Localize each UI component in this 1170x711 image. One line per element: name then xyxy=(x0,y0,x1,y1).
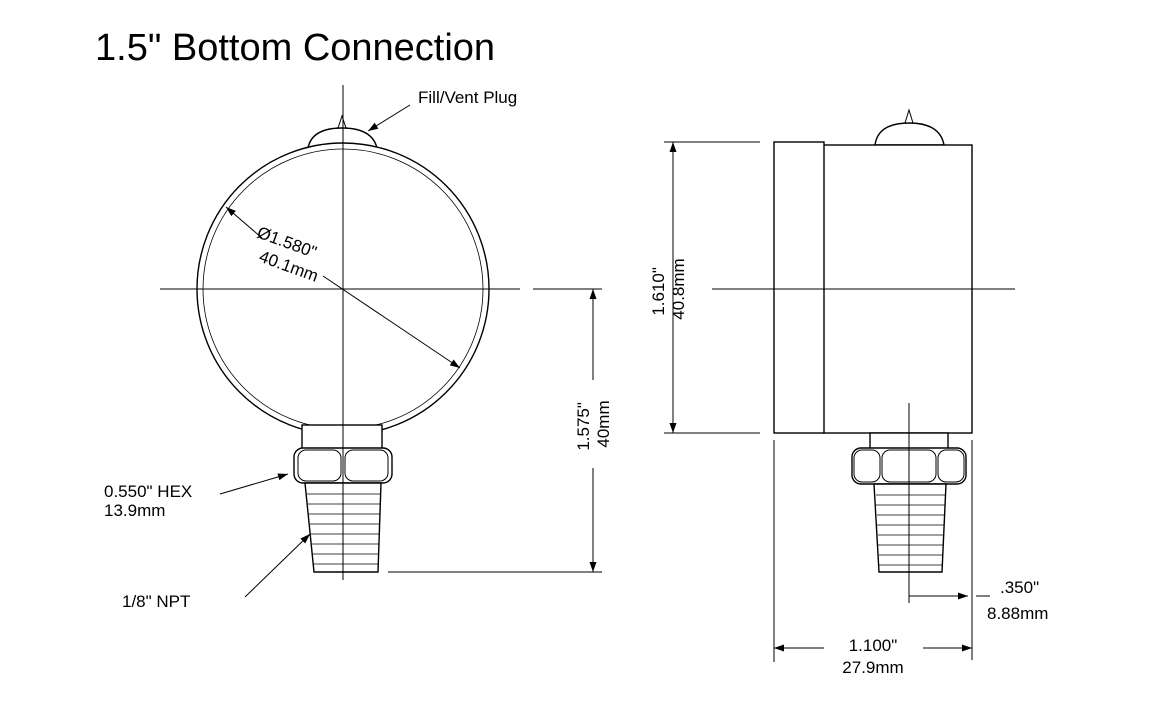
case-height-dimension: 1.610" 40.8mm xyxy=(649,141,760,434)
npt-label: 1/8" NPT xyxy=(122,592,190,611)
fill-vent-plug-label: Fill/Vent Plug xyxy=(418,88,517,107)
hex-mm-label: 13.9mm xyxy=(104,501,165,520)
depth-dimension: 1.100" 27.9mm xyxy=(773,440,972,677)
fill-vent-leader xyxy=(367,104,411,132)
socket-neck xyxy=(301,424,383,451)
hex-inch-label: 0.550" HEX xyxy=(104,482,192,501)
stem-offset-dimension: .350" 8.88mm xyxy=(909,440,1048,660)
depth-inch-label: 1.100" xyxy=(849,636,898,655)
npt-leader xyxy=(244,533,311,598)
thread-lines xyxy=(307,493,380,565)
stem-height-mm-label: 40mm xyxy=(594,400,613,447)
depth-mm-label: 27.9mm xyxy=(842,658,903,677)
case-height-mm-label: 40.8mm xyxy=(669,258,688,319)
stem-offset-inch-label: .350" xyxy=(1000,578,1039,597)
svg-text:1.575" 40mm: 1.575" 40mm xyxy=(574,397,613,450)
side-fill-vent-plug xyxy=(874,122,945,146)
side-bezel xyxy=(773,141,825,434)
side-thread-lines xyxy=(876,494,945,566)
svg-text:1.610" 40.8mm: 1.610" 40.8mm xyxy=(649,258,688,319)
side-npt-thread xyxy=(873,483,947,573)
diameter-dimension-line xyxy=(225,206,263,239)
hex-leader xyxy=(219,473,289,495)
stem-height-inch-label: 1.575" xyxy=(574,402,593,451)
side-view xyxy=(712,108,1015,603)
front-view: Ø1.580" 40.1mm Fill/Vent Plug 0.550" HEX… xyxy=(104,85,520,611)
stem-offset-mm-label: 8.88mm xyxy=(987,604,1048,623)
stem-height-dimension: 1.575" 40mm xyxy=(388,288,613,573)
page-title: 1.5" Bottom Connection xyxy=(95,27,495,69)
case-height-inch-label: 1.610" xyxy=(649,267,668,316)
